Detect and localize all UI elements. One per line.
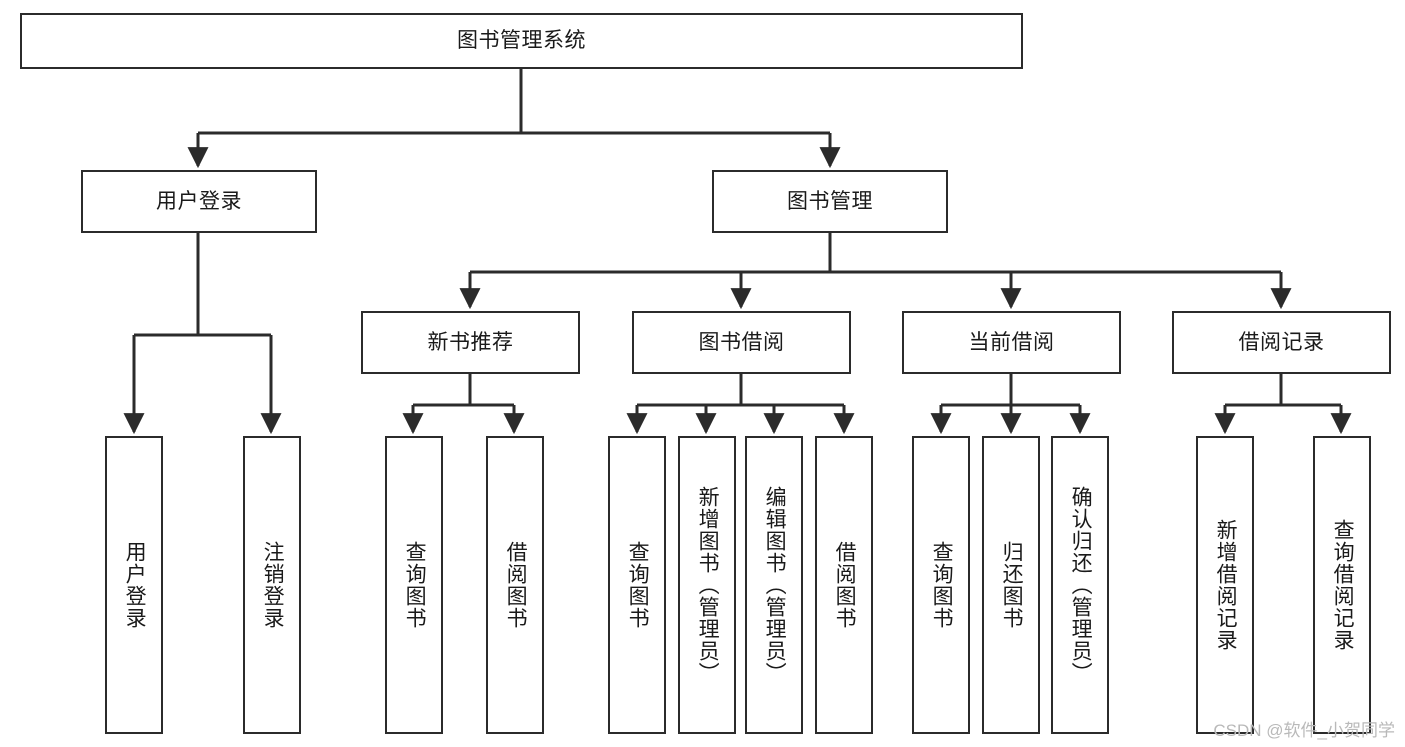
node-label: 图书借阅 xyxy=(698,330,785,354)
node-label: 图书管理系统 xyxy=(457,29,586,53)
leaf-add-book-admin[interactable]: 新增图书（管理员） xyxy=(678,436,736,734)
node-label: 借阅记录 xyxy=(1238,330,1325,354)
node-label: 新增图书（管理员） xyxy=(696,486,720,684)
leaf-query-borrow-record[interactable]: 查询借阅记录 xyxy=(1313,436,1371,734)
leaf-user-login[interactable]: 用户登录 xyxy=(105,436,163,734)
node-label: 新增借阅记录 xyxy=(1214,519,1238,651)
node-label: 用户登录 xyxy=(156,189,242,213)
node-book-management[interactable]: 图书管理 xyxy=(712,170,948,233)
node-label: 当前借阅 xyxy=(968,330,1055,354)
node-current-borrowing[interactable]: 当前借阅 xyxy=(902,311,1121,374)
leaf-borrow-book-1[interactable]: 借阅图书 xyxy=(486,436,544,734)
leaf-query-book-3[interactable]: 查询图书 xyxy=(912,436,970,734)
node-label: 确认归还（管理员） xyxy=(1069,486,1093,684)
node-label: 归还图书 xyxy=(1000,541,1024,629)
leaf-query-book-2[interactable]: 查询图书 xyxy=(608,436,666,734)
node-label: 查询借阅记录 xyxy=(1331,519,1355,651)
leaf-logout-login[interactable]: 注销登录 xyxy=(243,436,301,734)
node-root-book-management-system[interactable]: 图书管理系统 xyxy=(20,13,1023,69)
csdn-watermark: CSDN @软件_小贺同学 xyxy=(1213,721,1395,740)
node-user-login[interactable]: 用户登录 xyxy=(81,170,317,233)
node-label: 查询图书 xyxy=(626,541,650,629)
node-label: 编辑图书（管理员） xyxy=(763,486,787,684)
leaf-return-book[interactable]: 归还图书 xyxy=(982,436,1040,734)
node-borrowing-record[interactable]: 借阅记录 xyxy=(1172,311,1391,374)
node-label: 图书管理 xyxy=(787,189,873,213)
node-new-book-recommendation[interactable]: 新书推荐 xyxy=(361,311,580,374)
node-label: 查询图书 xyxy=(403,541,427,629)
leaf-borrow-book-2[interactable]: 借阅图书 xyxy=(815,436,873,734)
node-label: 查询图书 xyxy=(930,541,954,629)
leaf-query-book-1[interactable]: 查询图书 xyxy=(385,436,443,734)
node-label: 借阅图书 xyxy=(504,541,528,629)
node-label: 借阅图书 xyxy=(833,541,857,629)
node-label: 用户登录 xyxy=(123,541,147,629)
leaf-confirm-return-admin[interactable]: 确认归还（管理员） xyxy=(1051,436,1109,734)
node-label: 新书推荐 xyxy=(427,330,514,354)
leaf-add-borrow-record[interactable]: 新增借阅记录 xyxy=(1196,436,1254,734)
node-label: 注销登录 xyxy=(261,541,285,629)
node-book-borrowing[interactable]: 图书借阅 xyxy=(632,311,851,374)
leaf-edit-book-admin[interactable]: 编辑图书（管理员） xyxy=(745,436,803,734)
